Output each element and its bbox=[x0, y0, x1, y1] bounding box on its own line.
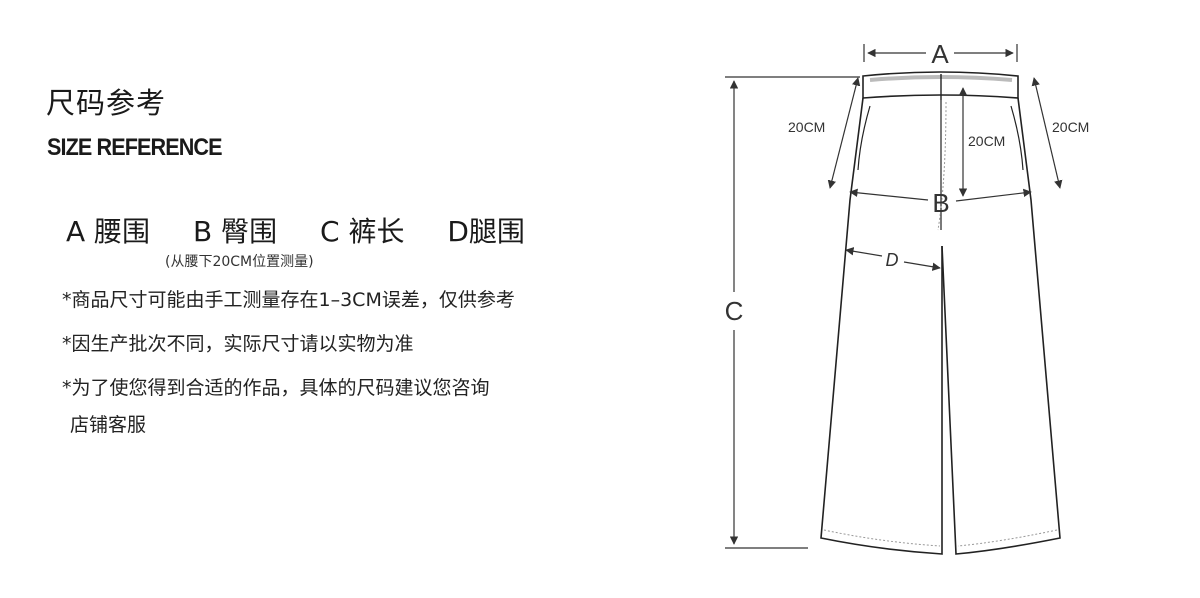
label-20cm-center: 20CM bbox=[968, 133, 1005, 149]
pants-outline bbox=[820, 71, 1061, 555]
note-measurement-error: *商品尺寸可能由手工测量存在1–3CM误差，仅供参考 bbox=[62, 289, 515, 311]
size-title-en: SIZE REFERENCE bbox=[47, 134, 223, 161]
legend-leg: D腿围 bbox=[447, 215, 525, 248]
size-title-cn: 尺码参考 bbox=[46, 86, 167, 120]
note-consult-service: *为了使您得到合适的作品，具体的尺码建议您咨询 bbox=[62, 377, 490, 399]
measurement-legend: A 腰围 B 臀围 C 裤长 D腿围 bbox=[66, 210, 525, 250]
label-d: D bbox=[886, 250, 899, 270]
legend-waist: A 腰围 bbox=[66, 215, 151, 248]
legend-length: C 裤长 bbox=[320, 215, 405, 248]
hip-measure-note: (从腰下20CM位置测量) bbox=[165, 254, 314, 270]
note-batch-variation: *因生产批次不同，实际尺寸请以实物为准 bbox=[62, 333, 414, 355]
measure-a bbox=[863, 44, 1018, 62]
right-leg bbox=[941, 97, 1061, 555]
label-20cm-left: 20CM bbox=[788, 119, 825, 135]
label-b: B bbox=[932, 188, 949, 218]
label-a: A bbox=[931, 39, 949, 69]
label-c: C bbox=[725, 296, 744, 326]
pants-diagram: A 20CM 20CM 20CM B D C bbox=[725, 39, 1089, 555]
left-leg bbox=[820, 97, 943, 555]
note-consult-service-cont: 店铺客服 bbox=[70, 414, 147, 436]
legend-hip: B 臀围 bbox=[192, 215, 278, 248]
label-20cm-right: 20CM bbox=[1052, 119, 1089, 135]
